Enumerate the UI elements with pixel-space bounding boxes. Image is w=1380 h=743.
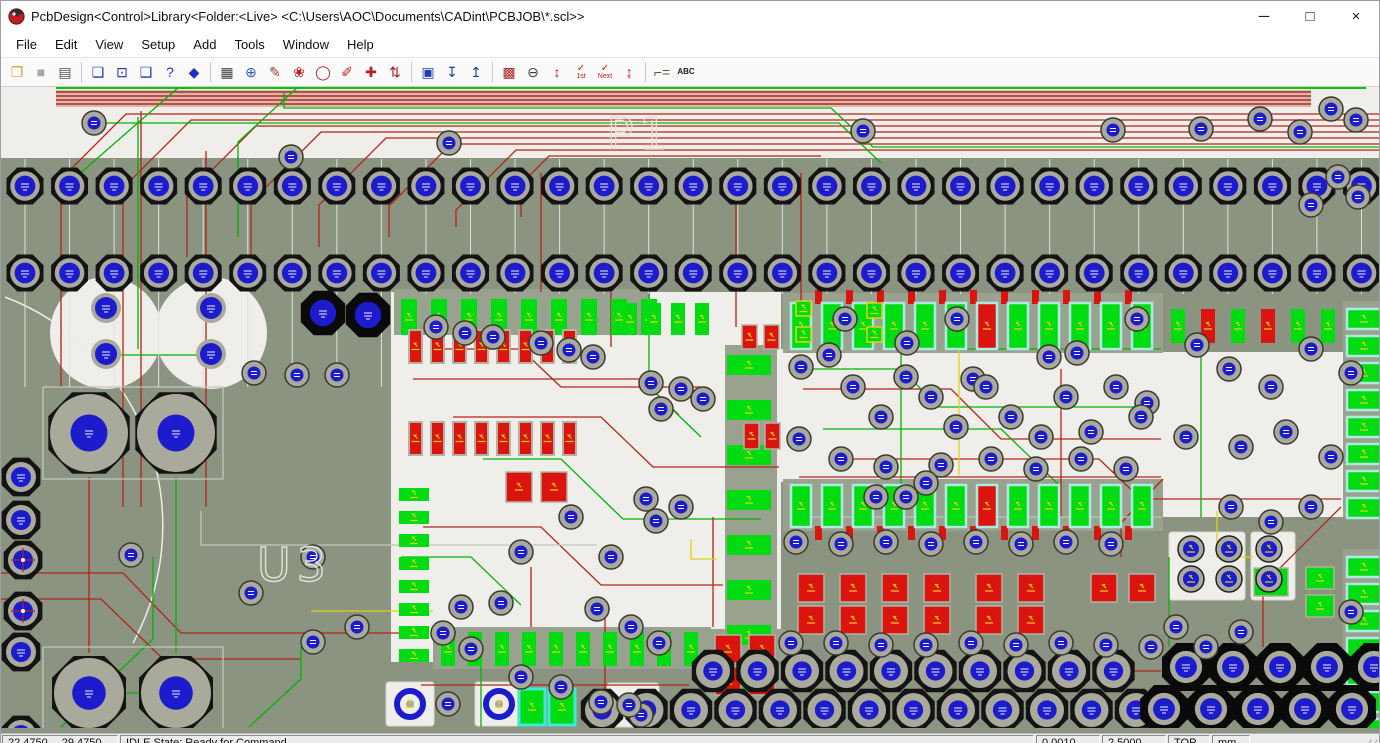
text-mode-icon: ABC: [677, 68, 694, 76]
menu-item-tools[interactable]: Tools: [225, 34, 273, 55]
toolbar-separator: [81, 62, 82, 82]
component-search-icon: ⊕: [245, 65, 257, 79]
toolbar-separator: [645, 62, 646, 82]
cursor-coordinates: 22.4750 29.4750: [2, 735, 118, 743]
toolbar-separator: [411, 62, 412, 82]
swap-layers-icon: ⇅: [389, 65, 401, 79]
align-parts-icon: ✚: [365, 65, 377, 79]
status-state: IDLE State: Ready for Command: [120, 735, 1034, 743]
close-button[interactable]: ×: [1333, 1, 1379, 31]
app-icon: [8, 8, 25, 25]
pcb-canvas[interactable]: U3 P1: [1, 87, 1379, 728]
units-indicator[interactable]: mm: [1212, 735, 1250, 743]
edit-properties-button[interactable]: ✎: [264, 61, 286, 83]
copy-object-button[interactable]: ⊡: [111, 61, 133, 83]
menu-item-file[interactable]: File: [7, 34, 46, 55]
save-icon: ■: [37, 65, 45, 79]
help-button[interactable]: ?: [159, 61, 181, 83]
cursor-x: 22.4750: [8, 737, 48, 743]
first-test-label: 1st: [576, 73, 585, 80]
text-mode-button[interactable]: ABC: [675, 61, 697, 83]
add-component-button[interactable]: ❀: [288, 61, 310, 83]
copy-object-icon: ⊡: [116, 65, 128, 79]
zoom-out-icon: ⊖: [527, 65, 539, 79]
swap-layers-button[interactable]: ⇅: [384, 61, 406, 83]
edit-properties-icon: ✎: [269, 65, 281, 79]
duplicate-object-button[interactable]: ❑: [135, 61, 157, 83]
status-filler: [1251, 734, 1359, 743]
menu-item-window[interactable]: Window: [274, 34, 338, 55]
title-bar: PcbDesign<Control>Library<Folder:<Live> …: [1, 1, 1379, 31]
menu-item-add[interactable]: Add: [184, 34, 225, 55]
duplicate-object-icon: ❑: [140, 65, 153, 79]
pin-gauge-icon: ⌐=: [654, 65, 670, 79]
print-icon: ▤: [58, 65, 71, 79]
measure-height-button[interactable]: ↕: [546, 61, 568, 83]
outline-shape-icon: ◯: [315, 65, 331, 79]
pcb-canvas-area[interactable]: U3 P1: [1, 87, 1379, 733]
net-highlight-icon: ▩: [502, 65, 515, 79]
save-button[interactable]: ■: [30, 61, 52, 83]
component-icon: ▦: [220, 65, 233, 79]
component-button[interactable]: ▦: [216, 61, 238, 83]
export-netlist-icon: ↥: [470, 65, 482, 79]
snap-spacing: 2.5000: [1102, 735, 1166, 743]
silkscreen-button[interactable]: ✐: [336, 61, 358, 83]
open-file-button[interactable]: ❐: [6, 61, 28, 83]
snap-diamond-icon: ◆: [189, 65, 200, 79]
window-title: PcbDesign<Control>Library<Folder:<Live> …: [31, 9, 1241, 24]
maximize-button[interactable]: □: [1287, 1, 1333, 31]
status-bar: 22.4750 29.4750 IDLE State: Ready for Co…: [1, 733, 1379, 743]
open-file-icon: ❐: [11, 65, 24, 79]
menu-item-edit[interactable]: Edit: [46, 34, 86, 55]
select-region-icon: ❏: [92, 65, 105, 79]
svg-text:U3: U3: [257, 538, 332, 592]
measure-x-icon: ↨: [626, 65, 633, 79]
pin-gauge-button[interactable]: ⌐=: [651, 61, 673, 83]
board-view-icon: ▣: [421, 65, 434, 79]
next-test-button[interactable]: ✓Next: [594, 61, 616, 83]
zoom-out-button[interactable]: ⊖: [522, 61, 544, 83]
active-layer[interactable]: TOP: [1168, 735, 1210, 743]
cursor-y: 29.4750: [62, 737, 102, 743]
import-netlist-icon: ↧: [446, 65, 458, 79]
align-parts-button[interactable]: ✚: [360, 61, 382, 83]
import-netlist-button[interactable]: ↧: [441, 61, 463, 83]
snap-diamond-button[interactable]: ◆: [183, 61, 205, 83]
net-highlight-button[interactable]: ▩: [498, 61, 520, 83]
board-view-button[interactable]: ▣: [417, 61, 439, 83]
help-icon: ?: [166, 65, 174, 79]
next-test-label: Next: [598, 73, 612, 80]
menu-item-help[interactable]: Help: [338, 34, 383, 55]
component-search-button[interactable]: ⊕: [240, 61, 262, 83]
add-component-icon: ❀: [293, 65, 305, 79]
outline-shape-button[interactable]: ◯: [312, 61, 334, 83]
grid-size: 0.0010: [1036, 735, 1100, 743]
measure-x-button[interactable]: ↨: [618, 61, 640, 83]
silkscreen-icon: ✐: [341, 65, 353, 79]
menu-bar: FileEditViewSetupAddToolsWindowHelp: [1, 31, 1379, 57]
svg-text:P1: P1: [607, 109, 674, 160]
toolbar: ❐ ■ ▤ ❏ ⊡ ❑? ◆ ▦ ⊕ ✎ ❀ ◯ ✐ ✚ ⇅ ▣ ↧ ↥ ▩ ⊖ ↕ ✓1st✓Next ↨ ⌐= ABC: [1, 57, 1379, 87]
toolbar-separator: [210, 62, 211, 82]
minimize-button[interactable]: ─: [1241, 1, 1287, 31]
menu-item-setup[interactable]: Setup: [132, 34, 184, 55]
print-button[interactable]: ▤: [54, 61, 76, 83]
menu-item-view[interactable]: View: [86, 34, 132, 55]
select-region-button[interactable]: ❏: [87, 61, 109, 83]
toolbar-separator: [492, 62, 493, 82]
measure-height-icon: ↕: [554, 65, 561, 79]
first-test-button[interactable]: ✓1st: [570, 61, 592, 83]
export-netlist-button[interactable]: ↥: [465, 61, 487, 83]
resize-grip[interactable]: ╱╱: [1359, 734, 1379, 743]
